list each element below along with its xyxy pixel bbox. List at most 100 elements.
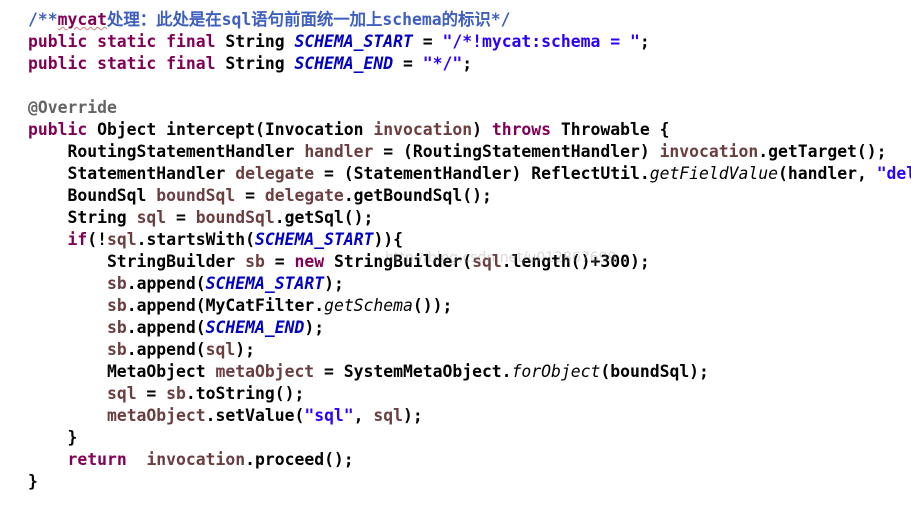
code-listing[interactable]: /**mycat处理：此处是在sql语句前面统一加上schema的标识*/pub… [28, 9, 911, 493]
code-token-plain: StringBuilder( [333, 252, 473, 271]
code-line[interactable]: sb.append(sql); [28, 339, 911, 361]
code-token-plain: .append( [126, 274, 206, 293]
code-token-plain: } [28, 472, 38, 491]
code-line[interactable]: metaObject.setValue("sql", sql); [28, 405, 911, 427]
code-token-plain: = [136, 384, 167, 403]
code-line[interactable]: StatementHandler delegate = (StatementHa… [28, 163, 911, 185]
code-token-local: sb [106, 274, 127, 293]
code-token-static-call: getFieldValue [649, 164, 778, 183]
code-line[interactable] [28, 75, 911, 97]
code-line[interactable]: RoutingStatementHandler handler = (Routi… [28, 141, 911, 163]
code-token-plain: (boundSql); [600, 362, 709, 381]
code-token-plain: ; [639, 32, 650, 51]
code-token-plain: = [166, 208, 196, 227]
code-token-plain: ); [235, 340, 256, 359]
code-token-plain [28, 384, 107, 403]
code-token-kw: public static final [28, 54, 226, 73]
code-line[interactable]: public static final String SCHEMA_START … [28, 31, 911, 53]
code-token-plain: (! [87, 230, 107, 249]
code-line[interactable]: if(!sql.startsWith(SCHEMA_START)){ [28, 229, 911, 251]
code-token-local: invocation [659, 142, 759, 161]
code-token-plain: String [28, 208, 137, 227]
code-token-kw: throws [491, 120, 561, 139]
code-token-plain: ); [403, 406, 423, 425]
code-token-plain: ()); [412, 296, 453, 315]
code-token-plain: = [412, 32, 443, 51]
code-token-local: sql [136, 208, 167, 227]
code-token-plain: .toString(); [185, 384, 305, 403]
code-token-plain [28, 450, 67, 469]
code-token-local: sql [205, 340, 236, 359]
code-token-plain: StringBuilder [28, 252, 246, 271]
code-token-comment: /** [28, 10, 58, 29]
code-token-plain: ) [472, 120, 492, 139]
code-token-plain [28, 318, 107, 337]
code-token-local: sql [373, 406, 404, 425]
code-token-plain: )){ [373, 230, 404, 249]
code-line[interactable]: @Override [28, 97, 911, 119]
code-token-plain: .getBoundSql(); [343, 186, 492, 205]
code-line[interactable]: String sql = boundSql.getSql(); [28, 207, 911, 229]
code-token-local: metaObject [215, 362, 315, 381]
code-token-local: invocation [373, 120, 473, 139]
code-token-local: sb [166, 384, 186, 403]
code-token-const: SCHEMA_END [294, 54, 394, 73]
code-token-plain: } [28, 428, 78, 447]
code-token-local: handler [304, 142, 374, 161]
code-token-local: metaObject [106, 406, 206, 425]
code-token-local: boundSql [156, 186, 236, 205]
code-line[interactable]: } [28, 427, 911, 449]
code-token-local: sb [245, 252, 265, 271]
code-token-plain: String [225, 32, 295, 51]
code-line[interactable]: StringBuilder sb = new StringBuilder(sql… [28, 251, 911, 273]
code-token-plain: .append( [126, 340, 206, 359]
code-line[interactable]: sb.append(SCHEMA_START); [28, 273, 911, 295]
code-token-plain: , [353, 406, 374, 425]
code-token-plain [28, 230, 67, 249]
code-token-local: sb [106, 340, 127, 359]
code-token-plain: = [264, 252, 295, 271]
code-token-comment: 处理：此处是在sql语句前面统一加上schema的标识*/ [106, 10, 511, 29]
code-token-const: SCHEMA_START [294, 32, 413, 51]
code-token-plain: ); [324, 274, 344, 293]
code-token-const: SCHEMA_START [255, 230, 374, 249]
code-line[interactable]: return invocation.proceed(); [28, 449, 911, 471]
code-line[interactable]: sb.append(SCHEMA_END); [28, 317, 911, 339]
code-token-str: "sql" [304, 406, 354, 425]
code-token-const: SCHEMA_START [205, 274, 325, 293]
code-token-plain: = (StatementHandler) ReflectUtil. [314, 164, 650, 183]
code-token-kw: return [67, 450, 147, 469]
code-line[interactable]: } [28, 471, 911, 493]
code-token-plain: RoutingStatementHandler [28, 142, 305, 161]
code-token-kw: public static final [28, 32, 226, 51]
code-line[interactable]: MetaObject metaObject = SystemMetaObject… [28, 361, 911, 383]
code-token-plain: .getTarget(); [758, 142, 887, 161]
code-line[interactable]: sb.append(MyCatFilter.getSchema()); [28, 295, 911, 317]
code-token-plain [28, 274, 107, 293]
code-token-plain: = [235, 186, 265, 205]
code-token-static-call: forObject [511, 362, 601, 381]
code-token-plain: (handler, [778, 164, 877, 183]
code-token-local: sql [106, 230, 137, 249]
code-token-ann: @Override [28, 98, 117, 117]
code-token-plain: ); [304, 318, 325, 337]
code-token-plain [28, 340, 107, 359]
code-line[interactable]: public Object intercept(Invocation invoc… [28, 119, 911, 141]
code-token-str: "*/" [422, 54, 463, 73]
code-token-plain: String [225, 54, 295, 73]
code-token-local: invocation [146, 450, 246, 469]
code-line[interactable]: sql = sb.toString(); [28, 383, 911, 405]
code-token-local: sb [106, 296, 127, 315]
code-token-doc-kw: mycat [57, 10, 107, 29]
code-token-local: boundSql [195, 208, 275, 227]
code-token-plain: .getSql(); [274, 208, 374, 227]
code-line[interactable]: public static final String SCHEMA_END = … [28, 53, 911, 75]
code-token-plain: StatementHandler [28, 164, 236, 183]
code-token-plain [28, 296, 107, 315]
code-token-local: sql [472, 252, 502, 271]
code-token-const: SCHEMA_END [205, 318, 305, 337]
code-line[interactable]: /**mycat处理：此处是在sql语句前面统一加上schema的标识*/ [28, 9, 911, 31]
code-token-plain: .append(MyCatFilter. [126, 296, 325, 315]
code-line[interactable]: BoundSql boundSql = delegate.getBoundSql… [28, 185, 911, 207]
